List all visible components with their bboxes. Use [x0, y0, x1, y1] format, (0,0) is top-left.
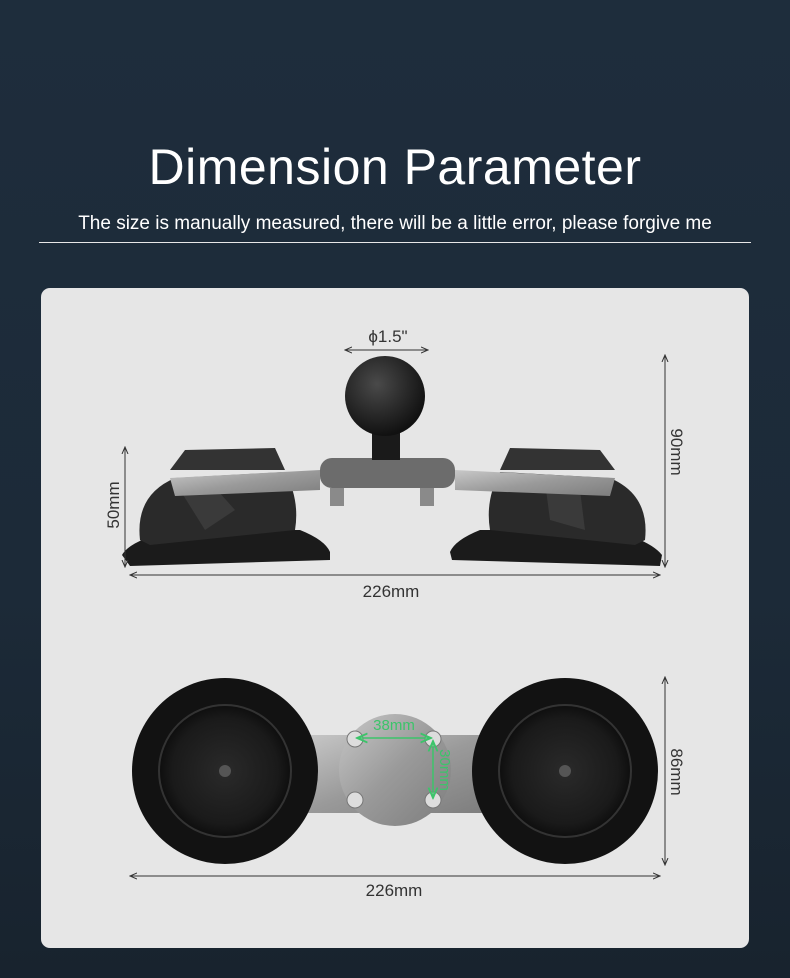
height-base-label: 50mm — [104, 481, 123, 528]
side-length-label: 226mm — [363, 582, 420, 601]
page-title: Dimension Parameter — [148, 139, 642, 195]
left-suction-pad — [132, 678, 318, 864]
ball-diameter-label: ϕ1.5" — [368, 327, 407, 346]
width-label: 86mm — [667, 748, 686, 795]
divider — [39, 242, 751, 243]
side-view: ϕ1.5" 90mm 50mm 226mm — [104, 327, 686, 601]
hole-spacing-y-label: 30mm — [436, 749, 453, 791]
left-suction-cup — [122, 448, 330, 566]
ball-mount — [345, 356, 425, 460]
bottom-view: 38mm 30mm 86mm 226mm — [130, 677, 686, 900]
bottom-length-label: 226mm — [366, 881, 423, 900]
mounting-plate — [170, 458, 615, 506]
right-suction-cup — [450, 448, 662, 566]
right-suction-pad — [472, 678, 658, 864]
height-total-label: 90mm — [667, 428, 686, 475]
page-subtitle: The size is manually measured, there wil… — [78, 213, 712, 234]
hole-spacing-x-label: 38mm — [373, 717, 415, 734]
